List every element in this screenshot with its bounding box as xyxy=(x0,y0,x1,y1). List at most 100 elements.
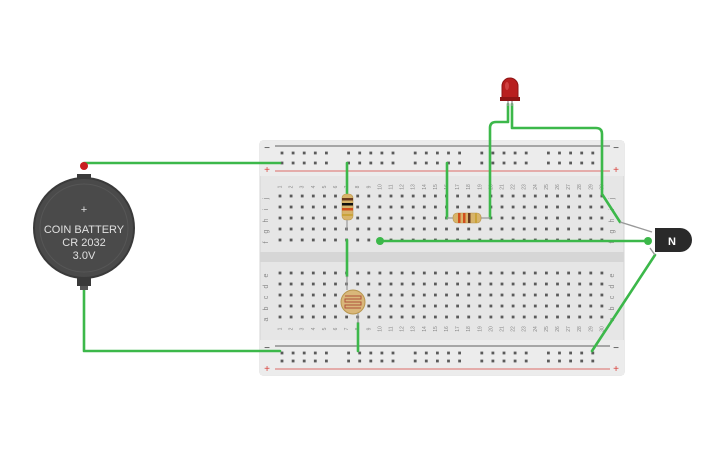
terminal-hole[interactable] xyxy=(500,315,504,319)
terminal-hole[interactable] xyxy=(489,282,493,286)
rail-hole[interactable] xyxy=(358,359,362,363)
terminal-hole[interactable] xyxy=(378,216,382,220)
terminal-hole[interactable] xyxy=(278,194,282,198)
rail-hole[interactable] xyxy=(369,359,373,363)
terminal-hole[interactable] xyxy=(422,205,426,209)
terminal-hole[interactable] xyxy=(356,282,360,286)
terminal-hole[interactable] xyxy=(434,271,437,275)
terminal-hole[interactable] xyxy=(345,315,348,319)
terminal-hole[interactable] xyxy=(533,194,537,198)
terminal-hole[interactable] xyxy=(478,315,482,319)
terminal-hole[interactable] xyxy=(545,315,548,319)
wire-led-to-collector[interactable] xyxy=(510,102,622,224)
terminal-hole[interactable] xyxy=(467,227,471,231)
terminal-hole[interactable] xyxy=(289,282,293,286)
terminal-hole[interactable] xyxy=(578,194,582,198)
terminal-hole[interactable] xyxy=(400,205,404,209)
terminal-hole[interactable] xyxy=(545,293,548,297)
terminal-hole[interactable] xyxy=(411,216,415,220)
rail-hole[interactable] xyxy=(591,161,595,165)
terminal-hole[interactable] xyxy=(356,238,360,242)
terminal-hole[interactable] xyxy=(511,216,515,220)
terminal-hole[interactable] xyxy=(556,271,559,275)
rail-hole[interactable] xyxy=(569,161,572,165)
terminal-hole[interactable] xyxy=(556,227,559,231)
terminal-hole[interactable] xyxy=(567,315,570,319)
rail-hole[interactable] xyxy=(325,151,328,155)
terminal-hole[interactable] xyxy=(389,304,393,308)
terminal-hole[interactable] xyxy=(533,304,537,308)
terminal-hole[interactable] xyxy=(522,293,526,297)
terminal-hole[interactable] xyxy=(434,194,437,198)
terminal-hole[interactable] xyxy=(289,216,293,220)
rail-hole[interactable] xyxy=(347,161,350,165)
terminal-hole[interactable] xyxy=(311,238,315,242)
rail-hole[interactable] xyxy=(513,359,517,363)
rail-hole[interactable] xyxy=(424,359,428,363)
terminal-hole[interactable] xyxy=(422,315,426,319)
terminal-hole[interactable] xyxy=(578,205,582,209)
rail-hole[interactable] xyxy=(502,151,506,155)
wire-led-anode[interactable] xyxy=(488,102,510,220)
terminal-hole[interactable] xyxy=(422,216,426,220)
terminal-hole[interactable] xyxy=(311,216,315,220)
terminal-hole[interactable] xyxy=(445,271,448,275)
terminal-hole[interactable] xyxy=(522,304,526,308)
terminal-hole[interactable] xyxy=(411,282,415,286)
terminal-hole[interactable] xyxy=(434,227,437,231)
rail-hole[interactable] xyxy=(369,161,373,165)
terminal-hole[interactable] xyxy=(445,304,448,308)
rail-hole[interactable] xyxy=(580,351,584,355)
rail-hole[interactable] xyxy=(302,351,306,355)
rail-hole[interactable] xyxy=(325,359,328,363)
terminal-hole[interactable] xyxy=(389,315,393,319)
terminal-hole[interactable] xyxy=(511,282,515,286)
terminal-hole[interactable] xyxy=(434,293,437,297)
rail-hole[interactable] xyxy=(502,359,506,363)
terminal-hole[interactable] xyxy=(356,227,360,231)
rail-hole[interactable] xyxy=(413,359,417,363)
terminal-hole[interactable] xyxy=(478,194,482,198)
terminal-hole[interactable] xyxy=(378,194,382,198)
terminal-hole[interactable] xyxy=(522,216,526,220)
terminal-hole[interactable] xyxy=(511,271,515,275)
terminal-hole[interactable] xyxy=(289,315,293,319)
terminal-hole[interactable] xyxy=(367,282,371,286)
rail-hole[interactable] xyxy=(380,151,384,155)
terminal-hole[interactable] xyxy=(467,205,471,209)
terminal-hole[interactable] xyxy=(323,315,326,319)
terminal-hole[interactable] xyxy=(300,271,304,275)
terminal-hole[interactable] xyxy=(545,194,548,198)
terminal-hole[interactable] xyxy=(467,293,471,297)
terminal-hole[interactable] xyxy=(334,238,337,242)
terminal-hole[interactable] xyxy=(456,293,459,297)
rail-hole[interactable] xyxy=(569,351,572,355)
rail-hole[interactable] xyxy=(436,151,439,155)
terminal-hole[interactable] xyxy=(334,293,337,297)
terminal-hole[interactable] xyxy=(600,271,604,275)
terminal-hole[interactable] xyxy=(511,315,515,319)
terminal-hole[interactable] xyxy=(567,282,570,286)
resistor-led[interactable] xyxy=(447,212,490,224)
terminal-hole[interactable] xyxy=(589,216,593,220)
terminal-hole[interactable] xyxy=(367,271,371,275)
rail-hole[interactable] xyxy=(458,359,461,363)
terminal-hole[interactable] xyxy=(567,271,570,275)
terminal-hole[interactable] xyxy=(567,194,570,198)
terminal-hole[interactable] xyxy=(389,216,393,220)
terminal-hole[interactable] xyxy=(456,194,459,198)
terminal-hole[interactable] xyxy=(334,304,337,308)
terminal-hole[interactable] xyxy=(367,315,371,319)
terminal-hole[interactable] xyxy=(400,194,404,198)
rail-hole[interactable] xyxy=(447,351,450,355)
rail-hole[interactable] xyxy=(558,161,561,165)
terminal-hole[interactable] xyxy=(478,271,482,275)
terminal-hole[interactable] xyxy=(556,315,559,319)
resistor-ldr-divider[interactable] xyxy=(341,193,354,230)
terminal-hole[interactable] xyxy=(378,282,382,286)
terminal-hole[interactable] xyxy=(389,293,393,297)
terminal-hole[interactable] xyxy=(356,194,360,198)
terminal-hole[interactable] xyxy=(400,227,404,231)
rail-hole[interactable] xyxy=(547,351,550,355)
terminal-hole[interactable] xyxy=(522,271,526,275)
